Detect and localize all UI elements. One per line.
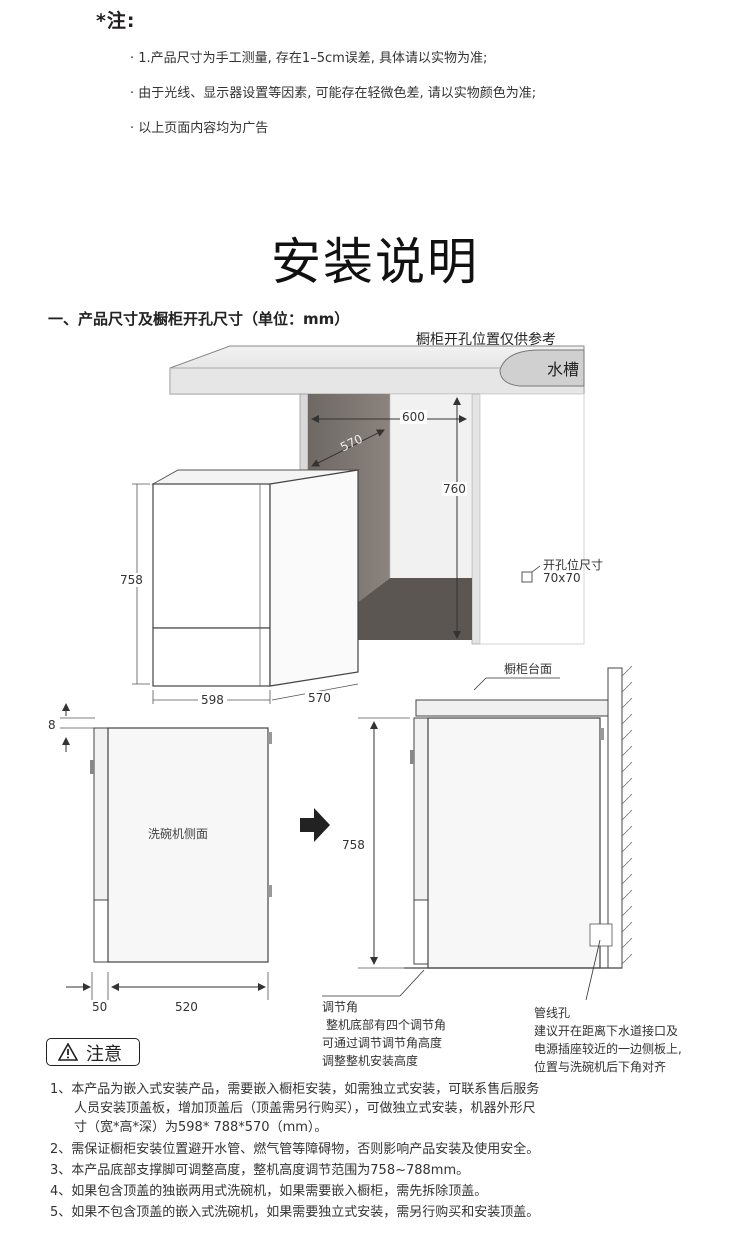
dim-height-758-top: 758 (120, 573, 143, 587)
dim-50: 50 (92, 1000, 108, 1014)
note-item-1: · 1.产品尺寸为手工测量, 存在1–5cm误差, 具体请以实物为准; (130, 51, 488, 66)
dim-gap-8: 8 (48, 718, 56, 732)
adjust-title: 调节角 (322, 1000, 359, 1014)
rule-1-line-2: 人员安装顶盖板，增加顶盖后（顶盖需另行购买），可做独立式安装，机器外形尺 (74, 1101, 536, 1116)
dim-width-598: 598 (198, 693, 227, 707)
warning-box (46, 1038, 140, 1066)
installed-side-drawing (322, 665, 633, 1001)
dim-depth-570-bottom: 570 (305, 691, 334, 705)
pipe-line-1: 建议开在距离下水道接口及 (534, 1024, 679, 1038)
dim-install-height-758: 758 (342, 838, 365, 852)
pipe-title: 管线孔 (534, 1006, 571, 1020)
rule-2: 2、需保证橱柜安装位置避开水管、燃气管等障碍物，否则影响产品安装及使用安全。 (50, 1142, 540, 1157)
sink-label: 水槽 (547, 360, 580, 379)
rule-5: 5、如果不包含顶盖的嵌入式洗碗机，如果需要独立式安装，需另行购买和安装顶盖。 (50, 1205, 540, 1220)
adjust-line-3: 调整整机安装高度 (322, 1054, 419, 1068)
cabinet-caption: 橱柜开孔位置仅供参考 (416, 332, 556, 348)
note-title: *注: (96, 10, 136, 32)
adjust-line-2: 可通过调节调节角高度 (322, 1036, 443, 1050)
warning-label: 注意 (86, 1044, 122, 1065)
rule-1-line-3: 寸（宽*高*深）为598* 788*570（mm）。 (74, 1120, 328, 1135)
note-item-3: · 以上页面内容均为广告 (130, 121, 269, 136)
countertop-label: 橱柜台面 (504, 662, 553, 676)
rule-3: 3、本产品底部支撑脚可调整高度，整机高度调节范围为758~788mm。 (50, 1163, 470, 1178)
rule-1-line-1: 1、本产品为嵌入式安装产品，需要嵌入橱柜安装，如需独立式安装，可联系售后服务 (50, 1082, 540, 1097)
dishwasher-side-drawing (60, 703, 272, 1000)
page-title: 安装说明 (271, 233, 479, 291)
dim-width-600: 600 (400, 410, 427, 424)
hole-label: 开孔位尺寸 (543, 558, 604, 572)
pipe-line-2: 电源插座较近的一边侧板上, (534, 1042, 682, 1056)
note-item-2: · 由于光线、显示器设置等因素, 可能存在轻微色差, 请以实物颜色为准; (130, 86, 537, 101)
warning-triangle-icon (58, 1043, 78, 1061)
hole-size: 70x70 (543, 571, 581, 585)
dim-520: 520 (175, 1000, 198, 1014)
pipe-line-3: 位置与洗碗机后下角对齐 (534, 1060, 667, 1074)
cabinet-drawing (132, 345, 585, 704)
side-label: 洗碗机侧面 (148, 827, 209, 841)
section-heading: 一、产品尺寸及橱柜开孔尺寸（单位：mm） (48, 310, 350, 328)
right-arrow-icon (300, 808, 330, 842)
rule-4: 4、如果包含顶盖的独嵌两用式洗碗机，如果需要嵌入橱柜，需先拆除顶盖。 (50, 1184, 488, 1199)
dim-height-760: 760 (442, 482, 467, 496)
adjust-line-1: 整机底部有四个调节角 (326, 1018, 447, 1032)
